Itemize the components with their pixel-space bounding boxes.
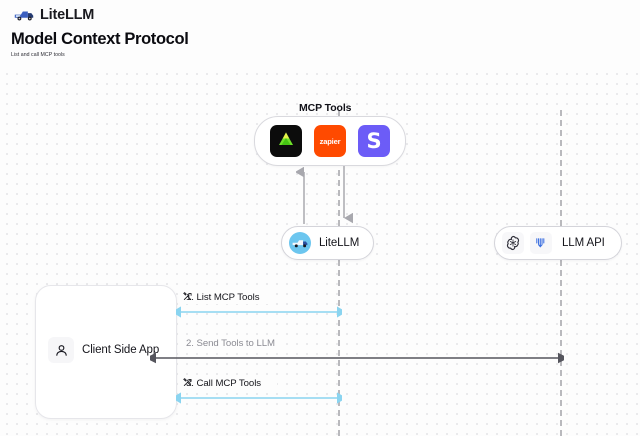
tool-icon-zapier[interactable]: zapier: [314, 125, 346, 157]
flow-3-text: 3. Call MCP Tools: [186, 378, 262, 389]
user-icon: [48, 337, 74, 363]
node-llm-api-label: LLM API: [562, 237, 605, 249]
lifeline-litellm: [338, 110, 340, 436]
litellm-truck-logo-icon: [14, 8, 34, 22]
brand: LiteLLM: [14, 7, 94, 23]
mcp-tools-group[interactable]: zapier S: [254, 116, 406, 166]
triangle-logo-icon: [276, 129, 296, 154]
mcp-tools-label: MCP Tools: [299, 102, 352, 114]
tools-icon: [183, 378, 274, 389]
zapier-wordmark-icon: zapier: [319, 136, 341, 146]
page-subtitle: List and call MCP tools: [11, 52, 65, 58]
flow-call-mcp-tools[interactable]: 3. Call MCP Tools: [176, 378, 342, 404]
letter-s-icon: S: [366, 128, 382, 153]
litellm-avatar-icon: [289, 232, 311, 254]
diagram-canvas: MCP Tools zapier S: [0, 66, 640, 436]
flow-1-text: 1. List MCP Tools: [186, 292, 260, 303]
flow-2-label: 2. Send Tools to LLM: [183, 338, 278, 350]
node-litellm-label: LiteLLM: [319, 237, 360, 249]
flow-send-tools-to-llm[interactable]: 2. Send Tools to LLM: [150, 338, 564, 364]
page-title: Model Context Protocol: [11, 30, 189, 48]
tool-icon-dark-triangle[interactable]: [270, 125, 302, 157]
flow-1-label: 1. List MCP Tools: [183, 292, 276, 304]
flow-list-mcp-tools[interactable]: 1. List MCP Tools: [176, 292, 342, 318]
flow-2-text: 2. Send Tools to LLM: [186, 338, 275, 349]
anthropic-logo-icon: [530, 232, 552, 254]
openai-logo-icon: [502, 232, 524, 254]
node-llm-api[interactable]: LLM API: [494, 226, 622, 260]
lifeline-llm-api: [560, 110, 562, 436]
flow-3-label: 3. Call MCP Tools: [183, 378, 278, 390]
brand-name: LiteLLM: [40, 7, 95, 23]
client-side-app-card[interactable]: Client Side App: [35, 285, 177, 419]
node-litellm[interactable]: LiteLLM: [281, 226, 375, 260]
tool-icon-slack-s[interactable]: S: [358, 125, 390, 157]
client-side-app-node: Client Side App: [48, 337, 159, 363]
litellm-mcp-connectors: [295, 164, 356, 226]
tools-icon: [183, 292, 272, 303]
client-side-app-label: Client Side App: [82, 344, 160, 356]
